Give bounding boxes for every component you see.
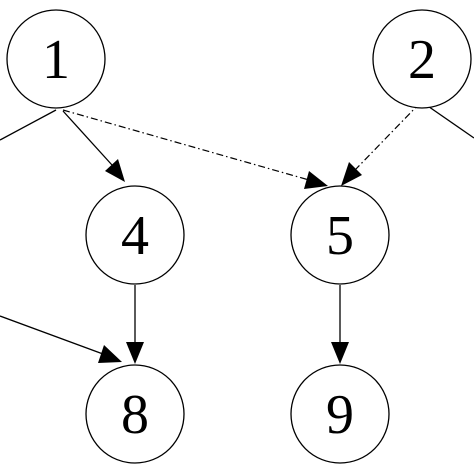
node-2: 2 [372,9,472,109]
node-9: 9 [290,364,390,464]
edge-2-to-5 [341,102,421,186]
node-8: 8 [85,364,185,464]
node-4-label: 4 [121,205,149,267]
edge-1-to-4 [62,110,125,182]
edge-2-offscreen-right [421,101,474,139]
node-1: 1 [6,9,106,109]
edge-1-offscreen-left [0,109,57,141]
edge-4-to-8 [126,285,144,364]
node-8-label: 8 [121,384,149,446]
edge-offscreen-to-8 [0,315,122,363]
node-2-label: 2 [408,29,436,91]
node-5: 5 [290,185,390,285]
edge-1-to-5 [62,109,328,189]
node-9-label: 9 [326,384,354,446]
node-5-label: 5 [326,205,354,267]
node-4: 4 [85,185,185,285]
edge-5-to-9 [331,285,349,364]
node-1-label: 1 [42,29,70,91]
